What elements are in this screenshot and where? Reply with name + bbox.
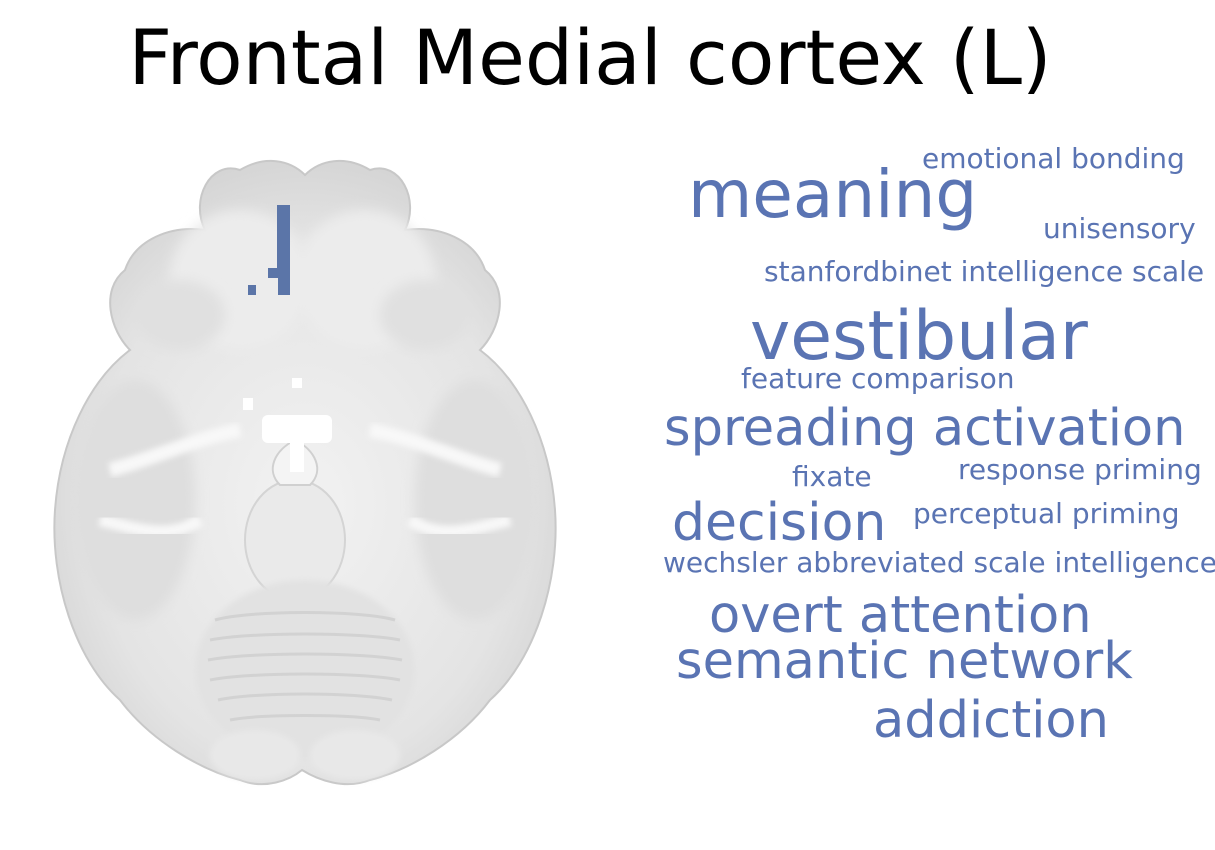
highlighted-region	[268, 205, 290, 295]
word-semantic-network: semantic network	[676, 632, 1133, 691]
word-meaning: meaning	[688, 156, 978, 233]
word-wechsler-abbreviated-scale-intelligence: wechsler abbreviated scale intelligence	[663, 546, 1215, 579]
brain-icon	[53, 159, 557, 786]
word-vestibular: vestibular	[750, 297, 1088, 376]
word-emotional-bonding: emotional bonding	[922, 142, 1185, 175]
brain-slice-image	[40, 140, 570, 800]
word-overt-attention: overt attention	[709, 586, 1092, 645]
word-stanfordbinet-intelligence-scale: stanfordbinet intelligence scale	[764, 255, 1205, 288]
word-decision: decision	[672, 493, 887, 553]
page-title: Frontal Medial cortex (L)	[128, 13, 1052, 102]
word-perceptual-priming: perceptual priming	[913, 497, 1180, 530]
word-addiction: addiction	[873, 691, 1109, 750]
word-spreading-activation: spreading activation	[664, 399, 1186, 458]
word-fixate: fixate	[792, 460, 872, 493]
word-response-priming: response priming	[958, 453, 1202, 486]
word-feature-comparison: feature comparison	[741, 362, 1015, 395]
word-unisensory: unisensory	[1043, 212, 1196, 245]
